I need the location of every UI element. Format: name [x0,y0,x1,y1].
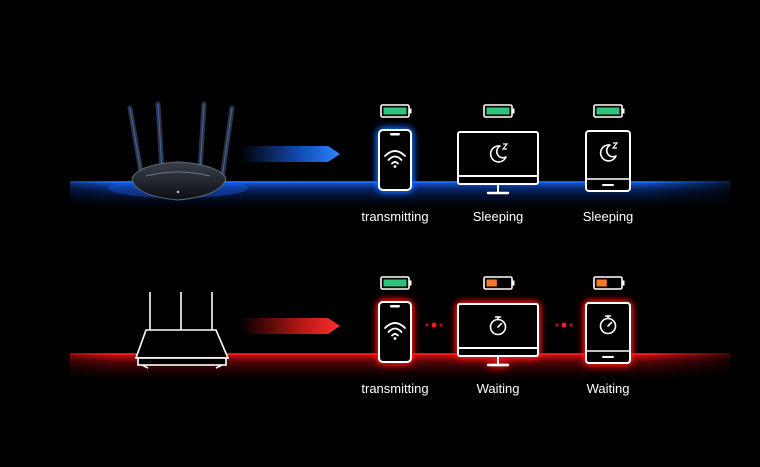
router-antenna-highlight [129,107,143,179]
row-red [134,276,631,369]
signal-arrow-shape [240,318,340,334]
moon-icon [489,143,509,163]
stopwatch-hand [497,322,503,328]
router-body-highlight [145,171,211,177]
router-led [176,190,180,194]
battery-tip [622,108,625,114]
router-foot-left [141,364,149,369]
phone-notch [390,305,400,308]
device-status-label: Sleeping [472,209,524,224]
wifi-dot [393,165,397,168]
wifi-arc-outer [384,150,406,157]
stopwatch-icon [599,315,617,335]
battery-level [383,279,407,287]
battery-level [596,279,607,287]
moon-icon [599,142,619,162]
router-base [137,357,227,366]
router-with-antennas-icon [108,101,248,201]
router-antenna-highlight [157,103,163,171]
router-antenna-highlight [221,107,233,179]
moon-crescent [599,144,617,162]
wifi-arc-inner [391,161,399,165]
waiting-dot [425,323,429,327]
stopwatch-icon [489,316,507,336]
battery-tip [409,108,412,114]
battery-level [596,107,620,115]
battery-icon [593,276,625,290]
waiting-dot [561,322,567,328]
wifi-icon [384,150,406,168]
waiting-dots [555,322,573,328]
battery-tip [512,108,515,114]
phone-frame [378,129,412,191]
router-antenna-highlight [199,103,205,171]
waiting-dot [569,323,573,327]
waiting-dot [431,322,437,328]
device-status-label: transmitting [361,209,429,224]
wifi-arc-outer [384,322,406,329]
wifi-arc-inner [391,333,399,337]
battery-icon [380,276,412,290]
wifi-icon [384,322,406,340]
wifi-dot [393,337,397,340]
monitor-icon [457,131,539,195]
battery-level [486,279,497,287]
device-status-label: Waiting [476,381,520,396]
battery-tip [409,280,412,286]
phone-notch [390,133,400,136]
battery-tip [622,280,625,286]
phone-frame [378,301,412,363]
sleep-z-glyph [611,142,619,149]
battery-icon [483,276,515,290]
battery-tip [512,280,515,286]
battery-level [486,107,510,115]
waiting-dots [425,322,443,328]
router-foot-right [215,364,223,369]
signal-arrow [240,146,340,162]
router-with-antennas-icon [134,292,230,369]
phone-icon [378,301,412,363]
device-status-label: transmitting [361,381,429,396]
waiting-dot [439,323,443,327]
battery-icon [483,104,515,118]
wifi-arc-middle [387,155,403,161]
signal-arrow-shape [240,146,340,162]
battery-icon [593,104,625,118]
waiting-dot [555,323,559,327]
battery-level [383,107,407,115]
device-status-label: Sleeping [582,209,634,224]
router-body [134,329,230,359]
sleep-z-glyph [501,143,509,150]
monitor-icon [457,303,539,367]
device-status-label: Waiting [586,381,630,396]
router-body [131,161,227,201]
phone-icon [378,129,412,191]
row-blue [108,101,631,201]
stopwatch-hand [607,321,613,327]
moon-crescent [489,145,507,163]
wifi-arc-middle [387,327,403,333]
signal-arrow [240,318,340,334]
battery-icon [380,104,412,118]
